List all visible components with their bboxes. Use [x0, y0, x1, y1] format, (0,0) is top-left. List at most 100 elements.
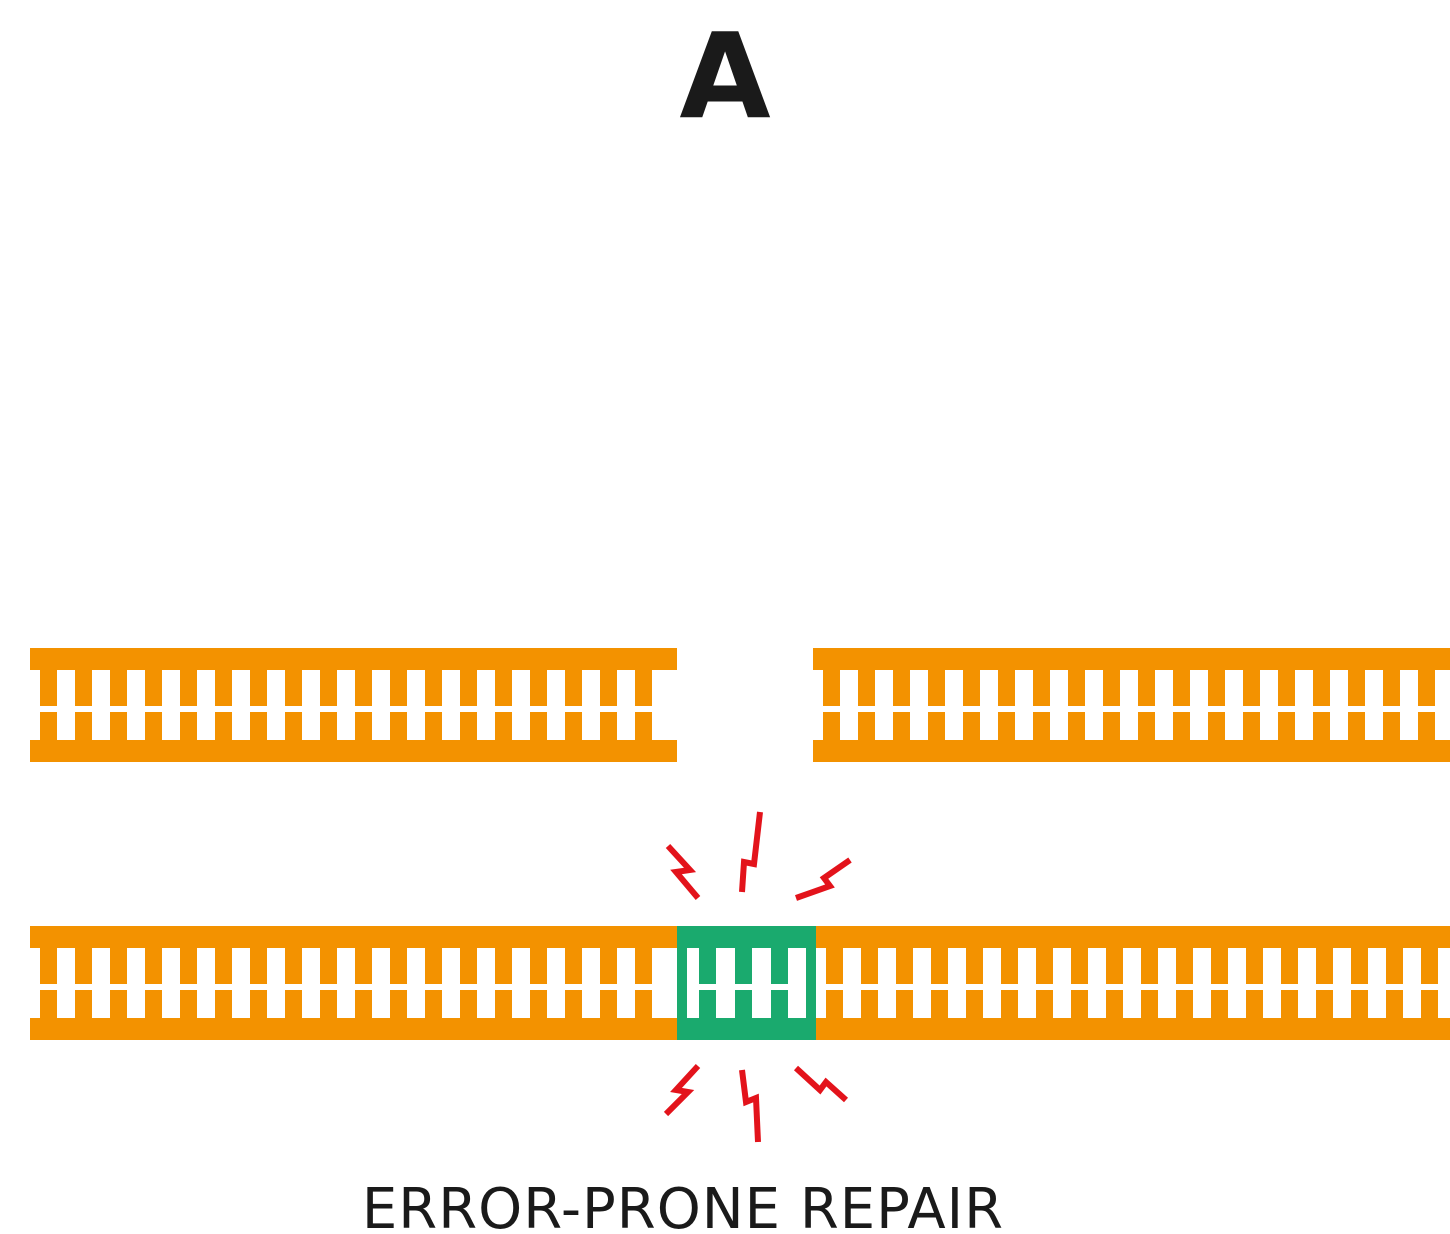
patch-backbone-top	[677, 926, 816, 948]
dna-base-bottom	[390, 990, 407, 1020]
dna-base-top	[635, 668, 652, 706]
dna-base-bottom	[896, 990, 913, 1020]
dna-base-top	[390, 668, 407, 706]
dna-base-top	[963, 668, 980, 706]
dna-base-bottom	[998, 712, 1015, 742]
dna-base-bottom	[1418, 712, 1435, 742]
dna-base-top	[40, 668, 57, 706]
broken-dna-strand	[30, 648, 1450, 762]
dna-base-top	[893, 668, 910, 706]
dna-base-bottom	[180, 712, 197, 742]
dna-base-top	[110, 668, 127, 706]
dna-backbone-bottom	[30, 1018, 677, 1040]
dna-base-top	[1141, 946, 1158, 984]
dna-base-top	[355, 668, 372, 706]
damage-bolt-icon	[795, 857, 852, 901]
dna-base-bottom	[460, 712, 477, 742]
dna-base-top	[425, 668, 442, 706]
dna-base-top	[1103, 668, 1120, 706]
dna-base-bottom	[1421, 990, 1438, 1020]
dna-base-bottom	[250, 990, 267, 1020]
dna-base-bottom	[40, 712, 57, 742]
dna-base-top	[858, 668, 875, 706]
dna-base-top	[215, 946, 232, 984]
dna-base-top	[1383, 668, 1400, 706]
dna-base-bottom	[966, 990, 983, 1020]
dna-base-top	[75, 668, 92, 706]
dna-base-top	[1173, 668, 1190, 706]
dna-base-bottom	[320, 990, 337, 1020]
dna-base-top	[285, 946, 302, 984]
dna-base-top	[565, 946, 582, 984]
dna-base-top	[966, 946, 983, 984]
damage-bolts	[663, 811, 852, 1143]
dna-base-top	[1211, 946, 1228, 984]
dna-base-bottom	[1001, 990, 1018, 1020]
dna-base-bottom	[180, 990, 197, 1020]
dna-base-top	[390, 946, 407, 984]
dna-base-top	[823, 668, 840, 706]
dna-base-bottom	[858, 712, 875, 742]
dna-base-bottom	[1138, 712, 1155, 742]
dna-base-bottom	[893, 712, 910, 742]
dna-backbone-bottom	[816, 1018, 1450, 1040]
dna-base-bottom	[1246, 990, 1263, 1020]
dna-base-top	[1246, 946, 1263, 984]
dna-base-bottom	[75, 712, 92, 742]
repair-patch	[677, 926, 816, 1040]
dna-base-top	[530, 946, 547, 984]
dna-right-section	[816, 926, 1450, 1040]
panel-label: A	[679, 7, 770, 145]
dna-base-top	[40, 946, 57, 984]
dna-base-bottom	[565, 712, 582, 742]
dna-base-top	[635, 946, 652, 984]
dna-backbone-top	[813, 648, 1450, 670]
dna-base-top	[1418, 668, 1435, 706]
dna-base-top	[250, 668, 267, 706]
dna-base-top	[1316, 946, 1333, 984]
dna-base-bottom	[460, 990, 477, 1020]
dna-base-bottom	[565, 990, 582, 1020]
dna-base-bottom	[1351, 990, 1368, 1020]
dna-base-top	[826, 946, 843, 984]
dna-base-top	[215, 668, 232, 706]
dna-base-top	[460, 668, 477, 706]
patch-base-bottom	[771, 990, 788, 1020]
dna-base-top	[1351, 946, 1368, 984]
dna-base-bottom	[1173, 712, 1190, 742]
damage-bolt-icon	[665, 843, 701, 900]
dna-base-bottom	[600, 990, 617, 1020]
patch-base-bottom	[735, 990, 752, 1020]
dna-base-top	[1386, 946, 1403, 984]
dna-base-bottom	[215, 990, 232, 1020]
damage-bolt-icon	[739, 1069, 761, 1143]
patch-base-top	[699, 946, 716, 984]
patch-backbone-bottom	[677, 1018, 816, 1040]
dna-base-top	[896, 946, 913, 984]
dna-base-bottom	[495, 990, 512, 1020]
dna-base-bottom	[635, 712, 652, 742]
dna-base-bottom	[928, 712, 945, 742]
dna-base-bottom	[320, 712, 337, 742]
dna-base-top	[931, 946, 948, 984]
dna-base-top	[285, 668, 302, 706]
damage-bolt-icon	[793, 1065, 849, 1103]
dna-base-top	[320, 668, 337, 706]
dna-base-top	[530, 668, 547, 706]
dna-base-top	[145, 946, 162, 984]
dna-base-top	[355, 946, 372, 984]
dna-base-top	[110, 946, 127, 984]
dna-base-top	[250, 946, 267, 984]
dna-base-top	[320, 946, 337, 984]
dna-base-bottom	[1383, 712, 1400, 742]
dna-base-bottom	[1033, 712, 1050, 742]
dna-base-top	[565, 668, 582, 706]
dna-base-bottom	[285, 712, 302, 742]
patch-base-bottom	[699, 990, 716, 1020]
dna-base-bottom	[355, 712, 372, 742]
dna-base-bottom	[931, 990, 948, 1020]
dna-base-bottom	[425, 712, 442, 742]
dna-base-bottom	[530, 712, 547, 742]
dna-base-bottom	[110, 990, 127, 1020]
dna-base-top	[495, 668, 512, 706]
